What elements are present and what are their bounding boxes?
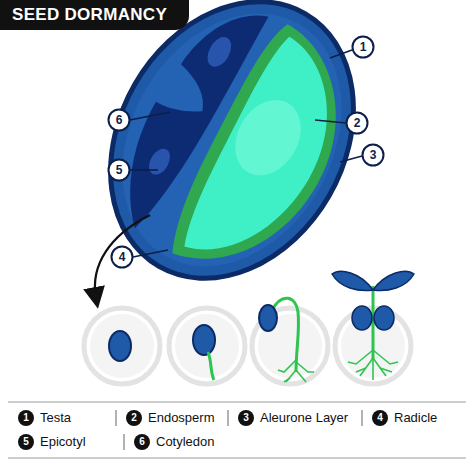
key-number: 4 [372, 410, 388, 426]
key-number: 3 [238, 410, 254, 426]
key-number: 5 [18, 434, 34, 450]
key-name: Testa [40, 410, 71, 426]
callout-number: 6 [108, 109, 131, 132]
callout-number: 1 [352, 36, 375, 59]
key-name: Radicle [394, 410, 437, 426]
title-tab: SEED DORMANCY [0, 0, 189, 30]
key-name: Aleurone Layer [260, 410, 348, 426]
key-number: 2 [126, 410, 142, 426]
callout-number: 4 [111, 246, 134, 269]
callout-number: 2 [346, 112, 369, 135]
callout-number: 3 [362, 144, 385, 167]
key-number: 1 [18, 410, 34, 426]
key-name: Endosperm [148, 410, 214, 426]
key-name: Cotyledon [156, 434, 215, 450]
callout-number: 5 [108, 159, 131, 182]
key-number: 6 [134, 434, 150, 450]
key-name: Epicotyl [40, 434, 86, 450]
